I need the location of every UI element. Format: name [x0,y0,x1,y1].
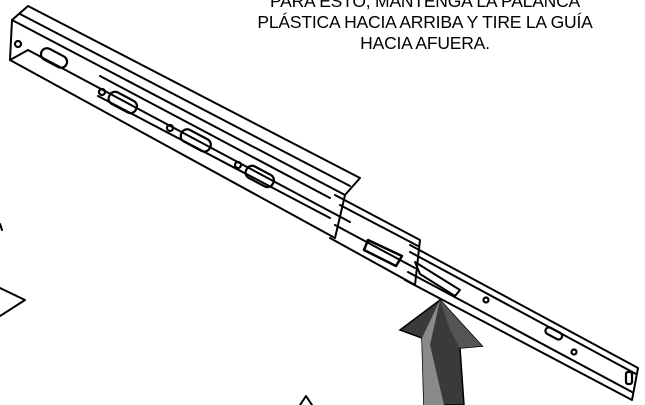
outer-rail [11,5,361,196]
caption-line-2: PLÁSTICA HACIA ARRIBA Y TIRE LA GUÍA [257,12,593,32]
caption-line-3: HACIA AFUERA. [360,33,490,53]
instruction-caption: PARA ESTO, MANTENGA LA PALANCA PLÁSTICA … [205,0,645,54]
rail-slots [13,39,634,386]
up-arrow-icon [398,298,484,405]
plastic-lever [414,261,461,297]
caption-line-1: PARA ESTO, MANTENGA LA PALANCA [269,0,581,11]
inner-rail [404,244,639,401]
